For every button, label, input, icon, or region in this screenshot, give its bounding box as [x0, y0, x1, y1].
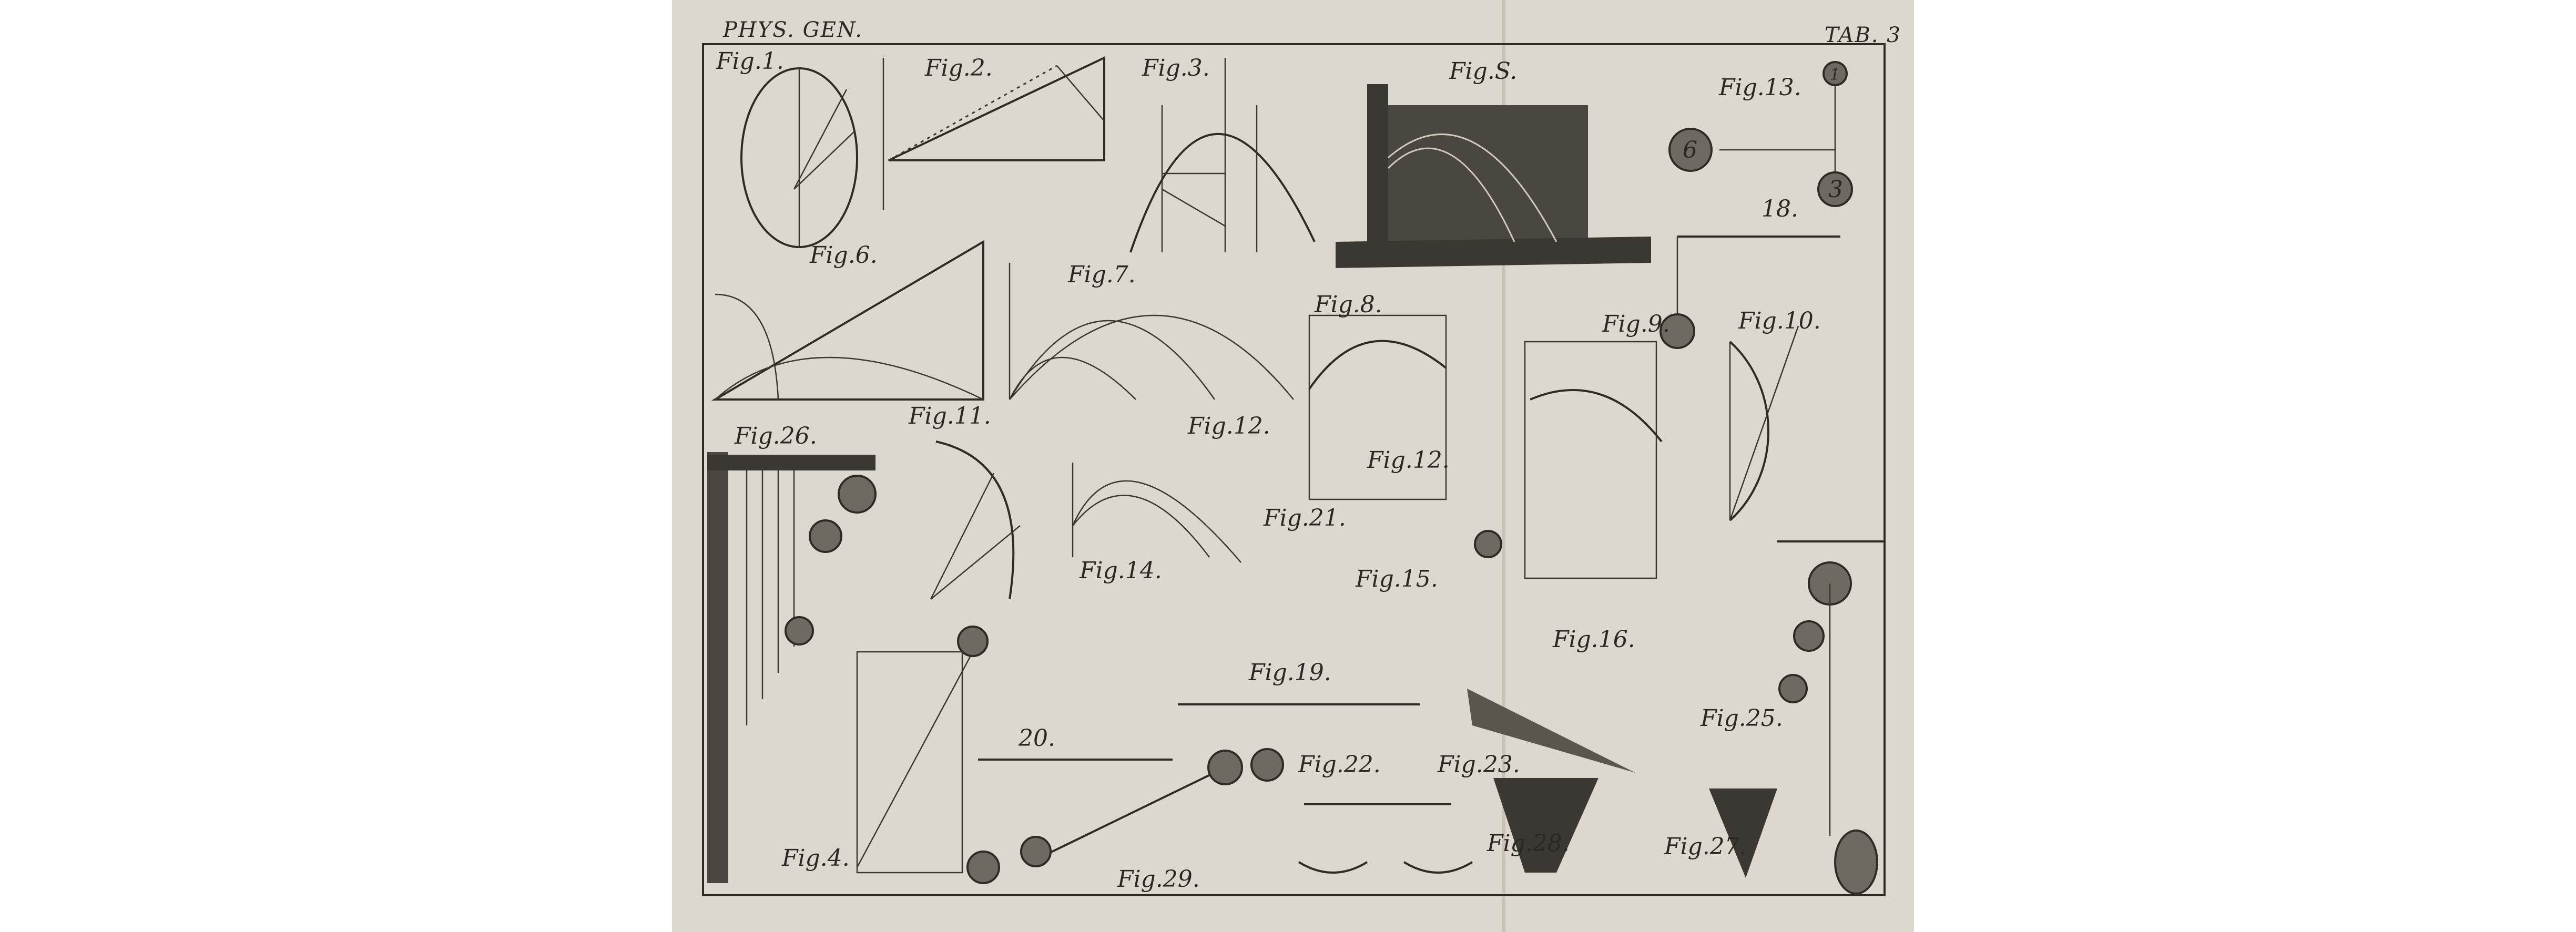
- fig-label: Fig.15.: [1355, 566, 1438, 592]
- fig-label: Fig.16.: [1552, 626, 1635, 653]
- fig-label: Fig.13.: [1718, 74, 1801, 101]
- ball-number-6: 6: [1683, 137, 1697, 163]
- fig-label: Fig.29.: [1117, 866, 1200, 893]
- fig-label: Fig.28.: [1486, 830, 1570, 857]
- fig-label: Fig.14.: [1079, 557, 1162, 584]
- fig-s-apparatus: [1336, 84, 1651, 268]
- fig-label: Fig.12.: [1367, 447, 1450, 474]
- fig11-fig12-diagrams: [930, 441, 1241, 600]
- fig-label: Fig.11.: [908, 403, 991, 429]
- plate-frame: [702, 43, 1886, 896]
- fig-label: Fig.1.: [716, 48, 784, 75]
- fig-label: Fig.9.: [1602, 311, 1670, 337]
- fig-label: Fig.25.: [1700, 705, 1783, 732]
- fig-label: Fig.4.: [781, 845, 850, 872]
- fig-label: 20.: [1018, 725, 1055, 752]
- fig2-triangle-diagram: [888, 56, 1105, 161]
- fig-label: Fig.10.: [1738, 308, 1821, 334]
- header-left: PHYS. GEN.: [722, 18, 863, 42]
- fig-label: Fig.23.: [1437, 751, 1520, 778]
- ball-number-3: 3: [1828, 176, 1843, 203]
- figure-labels: Fig.1. Fig.2. Fig.3. Fig.S. Fig.13. 18. …: [716, 48, 1821, 893]
- fig-label: Fig.6.: [809, 242, 878, 269]
- fig-label: Fig.12.: [1187, 413, 1270, 439]
- ball-number-1: 1: [1830, 66, 1840, 84]
- fig-label: Fig.22.: [1298, 751, 1381, 778]
- fig-label: Fig.21.: [1263, 505, 1346, 531]
- fig-label: Fig.S.: [1449, 58, 1517, 85]
- fig26-pendulum-frame: [707, 452, 877, 883]
- fig-label: Fig.8.: [1314, 291, 1382, 318]
- fig-label: Fig.19.: [1248, 659, 1331, 686]
- fig-label: Fig.26.: [734, 423, 817, 449]
- fig3-parabola-diagram: [1129, 58, 1316, 253]
- fig-label: Fig.27.: [1664, 833, 1747, 860]
- lower-apparatus: [856, 530, 1885, 895]
- fig8-fig9-fig10-diagrams: [1308, 314, 1799, 579]
- fig13-balls: 6 3 1: [1659, 61, 1853, 349]
- fig-label: Fig.3.: [1142, 55, 1210, 81]
- fig6-fig7-trajectories: [711, 240, 1294, 401]
- fig-label: Fig.7.: [1067, 261, 1136, 288]
- fig-label: Fig.2.: [924, 55, 993, 81]
- fig1-ellipse-diagram: [740, 58, 884, 248]
- fig-label: 18.: [1762, 196, 1798, 222]
